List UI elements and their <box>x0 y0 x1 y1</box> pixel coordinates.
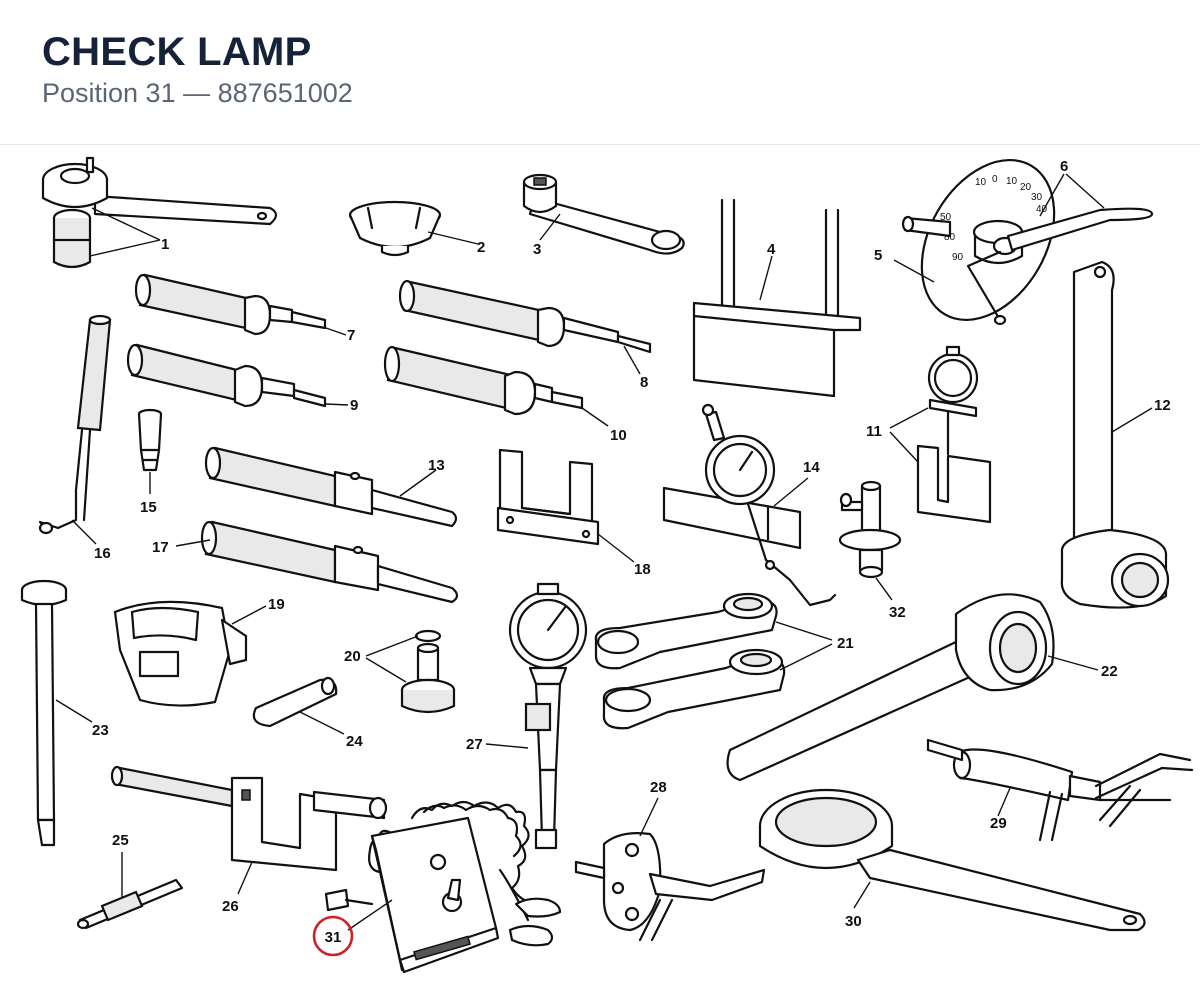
callout-9[interactable]: 9 <box>350 397 358 414</box>
callout-23[interactable]: 23 <box>92 722 109 739</box>
dial-mark-1: 0 <box>992 174 998 185</box>
highlight-ring <box>312 915 354 957</box>
callout-30[interactable]: 30 <box>845 913 862 930</box>
position-text: Position 31 <box>42 78 176 108</box>
callout-25[interactable]: 25 <box>112 832 129 849</box>
callout-21[interactable]: 21 <box>837 635 854 652</box>
part-7-drift[interactable] <box>134 273 327 336</box>
part-13-drift[interactable] <box>204 446 458 528</box>
part-20-stepped-pilot[interactable] <box>400 629 456 714</box>
part-26-c-frame[interactable] <box>110 765 388 872</box>
part-15-sleeve[interactable] <box>137 408 163 472</box>
callout-6[interactable]: 6 <box>1060 158 1068 175</box>
part-27-bore-gauge[interactable] <box>508 582 588 850</box>
part-11-gauge-block[interactable] <box>916 345 992 524</box>
part-14-dial-gauge[interactable] <box>662 403 837 607</box>
callout-26[interactable]: 26 <box>222 898 239 915</box>
part-21-offset-wrenches[interactable] <box>594 592 786 730</box>
part-9-drift[interactable] <box>126 343 327 408</box>
page-subtitle: Position 31 — 887651002 <box>42 76 353 110</box>
callout-27[interactable]: 27 <box>466 736 483 753</box>
part-4-stand[interactable] <box>692 198 862 398</box>
callout-1[interactable]: 1 <box>161 236 169 253</box>
callout-20[interactable]: 20 <box>344 648 361 665</box>
page-title: CHECK LAMP <box>42 30 312 74</box>
callout-5[interactable]: 5 <box>874 247 882 264</box>
callout-22[interactable]: 22 <box>1101 663 1118 680</box>
callout-10[interactable]: 10 <box>610 427 627 444</box>
callout-31[interactable]: 31 <box>325 929 342 946</box>
callout-11[interactable]: 11 <box>866 423 882 440</box>
callout-7[interactable]: 7 <box>347 327 355 344</box>
callout-17[interactable]: 17 <box>152 539 169 556</box>
callout-8[interactable]: 8 <box>640 374 648 391</box>
dial-mark-6: 50 <box>940 212 952 223</box>
part-29-spindle[interactable] <box>926 738 1194 842</box>
part-16-hook-rod[interactable] <box>38 314 112 535</box>
part-2-socket-cup[interactable] <box>348 200 442 257</box>
callout-2[interactable]: 2 <box>477 239 485 256</box>
dial-mark-4: 30 <box>1031 192 1043 203</box>
dial-mark-5: 40 <box>1036 204 1048 215</box>
callout-14[interactable]: 14 <box>803 459 820 476</box>
part-18-u-bracket[interactable] <box>496 448 600 546</box>
part-32-puller[interactable] <box>838 480 902 579</box>
part-12-ring-wrench[interactable] <box>1060 260 1170 609</box>
callout-28[interactable]: 28 <box>650 779 667 796</box>
part-3-ring-spanner[interactable] <box>522 173 685 255</box>
dial-mark-0: 10 <box>975 177 987 188</box>
callout-29[interactable]: 29 <box>990 815 1007 832</box>
part-1-socket-wrench[interactable] <box>41 156 278 269</box>
callout-24[interactable]: 24 <box>346 733 363 750</box>
callout-12[interactable]: 12 <box>1154 397 1171 414</box>
part-17-drift[interactable] <box>200 520 459 604</box>
callout-32[interactable]: 32 <box>889 604 906 621</box>
callout-4[interactable]: 4 <box>767 241 776 258</box>
part-31-check-lamp[interactable] <box>324 800 562 974</box>
part-24-plug[interactable] <box>252 676 338 728</box>
separator: — <box>183 78 211 108</box>
dial-mark-8: 90 <box>952 252 964 263</box>
part-19-meter[interactable] <box>113 600 248 707</box>
callout-16[interactable]: 16 <box>94 545 111 562</box>
part-30-ring-spanner[interactable] <box>758 788 1146 932</box>
dial-mark-3: 20 <box>1020 182 1032 193</box>
part-number: 887651002 <box>217 78 353 108</box>
header: CHECK LAMP Position 31 — 887651002 <box>0 0 1200 145</box>
part-10-drift[interactable] <box>383 345 584 416</box>
dial-mark-2: 10 <box>1006 176 1018 187</box>
part-25-puller-rod[interactable] <box>76 878 184 930</box>
callout-15[interactable]: 15 <box>140 499 157 516</box>
callout-3[interactable]: 3 <box>533 241 541 258</box>
part-23-t-handle[interactable] <box>20 579 68 847</box>
callout-18[interactable]: 18 <box>634 561 651 578</box>
callout-13[interactable]: 13 <box>428 457 445 474</box>
dial-mark-7: 80 <box>944 232 956 243</box>
part-5-6-degree-dial[interactable]: 10 0 10 20 30 40 50 80 90 <box>895 137 1154 344</box>
part-8-drift[interactable] <box>398 279 652 354</box>
part-22-ring-wrench[interactable] <box>726 593 1055 782</box>
part-28-flange-puller[interactable] <box>574 832 766 942</box>
callout-19[interactable]: 19 <box>268 596 285 613</box>
